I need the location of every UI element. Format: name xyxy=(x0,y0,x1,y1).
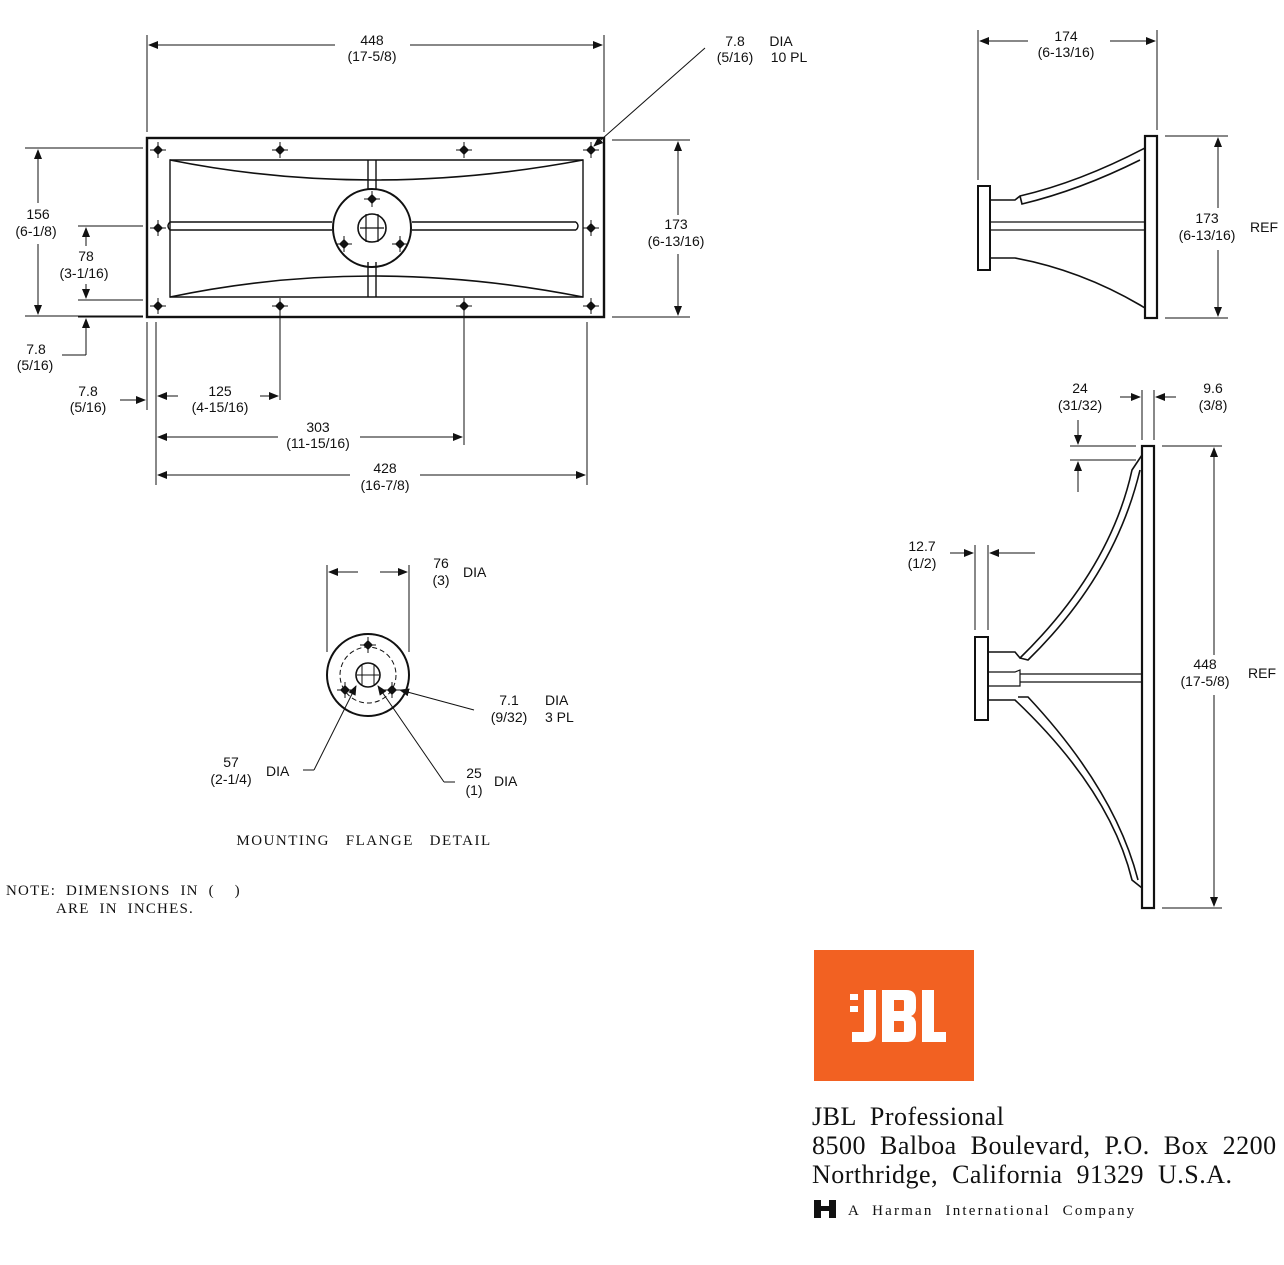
dim-24-mm: 24 xyxy=(1072,380,1088,396)
dim-edge-v-in: (5/16) xyxy=(17,357,54,373)
side-top-dimension-lines xyxy=(977,30,1228,319)
side-view-top xyxy=(977,134,1159,320)
jbl-logo-mark xyxy=(850,990,946,1042)
dim-303-mm: 303 xyxy=(306,419,330,435)
dim-448r-mm: 448 xyxy=(1193,656,1217,672)
dim-hole-dia: DIA xyxy=(769,33,793,49)
dim-76-in: (3) xyxy=(432,572,449,588)
dim-12-7-mm: 12.7 xyxy=(908,538,935,554)
company-address: JBL Professional 8500 Balboa Boulevard, … xyxy=(812,1102,1277,1189)
dim-448-mm: 448 xyxy=(360,32,384,48)
flange-holes xyxy=(336,636,401,699)
dim-174-in: (6-13/16) xyxy=(1038,44,1095,60)
dim-57-in: (2-1/4) xyxy=(210,771,251,787)
dim-76-dia: DIA xyxy=(463,564,487,580)
dim-7-1-dia: DIA xyxy=(545,692,569,708)
dim-9-6-in: (3/8) xyxy=(1199,397,1228,413)
dim-173-mm: 173 xyxy=(664,216,688,232)
dim-428-mm: 428 xyxy=(373,460,397,476)
dim-78-mm: 78 xyxy=(78,248,94,264)
dim-7-1-count: 3 PL xyxy=(545,709,574,725)
flange-caption: MOUNTING FLANGE DETAIL xyxy=(236,833,491,849)
dim-edge-h-in: (5/16) xyxy=(70,399,107,415)
dim-173r-in: (6-13/16) xyxy=(1179,227,1236,243)
dim-174-mm: 174 xyxy=(1054,28,1078,44)
flange-dimension-text: 76 (3) DIA 7.1 (9/32) DIA 3 PL 57 (2-1/4… xyxy=(210,555,574,798)
address-line-2: Northridge, California 91329 U.S.A. xyxy=(812,1160,1233,1189)
dim-173r-mm: 173 xyxy=(1195,210,1219,226)
dim-9-6-mm: 9.6 xyxy=(1203,380,1223,396)
dim-25-in: (1) xyxy=(465,782,482,798)
dim-hole-count: 10 PL xyxy=(771,49,808,65)
side-bottom-dimension-lines xyxy=(950,390,1222,909)
dim-hole-mm: 7.8 xyxy=(725,33,745,49)
dim-12-7-in: (1/2) xyxy=(908,555,937,571)
front-view xyxy=(145,136,606,319)
dim-edge-v-mm: 7.8 xyxy=(26,341,46,357)
dim-448-in: (17-5/8) xyxy=(347,48,396,64)
parent-company-text: A Harman International Company xyxy=(848,1203,1137,1219)
harman-h-icon xyxy=(814,1200,836,1223)
dim-448r-in: (17-5/8) xyxy=(1180,673,1229,689)
company-name: JBL Professional xyxy=(812,1102,1005,1131)
front-dimension-lines xyxy=(25,35,706,485)
dim-156-in: (6-1/8) xyxy=(15,223,56,239)
note-line-1: NOTE: DIMENSIONS IN ( ) xyxy=(6,883,241,899)
dim-24-in: (31/32) xyxy=(1058,397,1102,413)
dim-428-in: (16-7/8) xyxy=(360,477,409,493)
dim-57-dia: DIA xyxy=(266,763,290,779)
units-note: NOTE: DIMENSIONS IN ( ) ARE IN INCHES. xyxy=(6,882,241,918)
note-line-2: ARE IN INCHES. xyxy=(56,901,194,917)
dim-25-mm: 25 xyxy=(466,765,482,781)
dim-448r-ref: REF xyxy=(1248,665,1276,681)
dim-125-in: (4-15/16) xyxy=(192,399,249,415)
parent-company: A Harman International Company xyxy=(814,1200,1136,1223)
dim-7-1-mm: 7.1 xyxy=(499,692,519,708)
side-top-dimension-text: 174 (6-13/16) 173 (6-13/16) REF xyxy=(1038,28,1278,243)
front-dimension-text: 448 (17-5/8) 7.8 DIA (5/16) 10 PL 156 (6… xyxy=(15,32,807,493)
dim-25-dia: DIA xyxy=(494,773,518,789)
dim-edge-h-mm: 7.8 xyxy=(78,383,98,399)
dim-173r-ref: REF xyxy=(1250,219,1278,235)
dim-7-1-in: (9/32) xyxy=(491,709,528,725)
dim-156-mm: 156 xyxy=(26,206,50,222)
address-line-1: 8500 Balboa Boulevard, P.O. Box 2200 xyxy=(812,1131,1277,1160)
horn-flange-outline xyxy=(145,136,606,319)
side-bottom-dimension-text: 24 (31/32) 9.6 (3/8) 12.7 (1/2) 448 (17-… xyxy=(908,380,1276,689)
jbl-logo xyxy=(814,950,974,1081)
dim-173-in: (6-13/16) xyxy=(648,233,705,249)
dim-78-in: (3-1/16) xyxy=(59,265,108,281)
side-view-bottom xyxy=(974,444,1156,910)
dim-76-mm: 76 xyxy=(433,555,449,571)
dim-303-in: (11-15/16) xyxy=(286,435,350,451)
flange-dimension-lines xyxy=(303,565,475,783)
dim-57-mm: 57 xyxy=(223,754,239,770)
throat-flange xyxy=(332,188,412,268)
dim-hole-in: (5/16) xyxy=(717,49,754,65)
dim-125-mm: 125 xyxy=(208,383,232,399)
